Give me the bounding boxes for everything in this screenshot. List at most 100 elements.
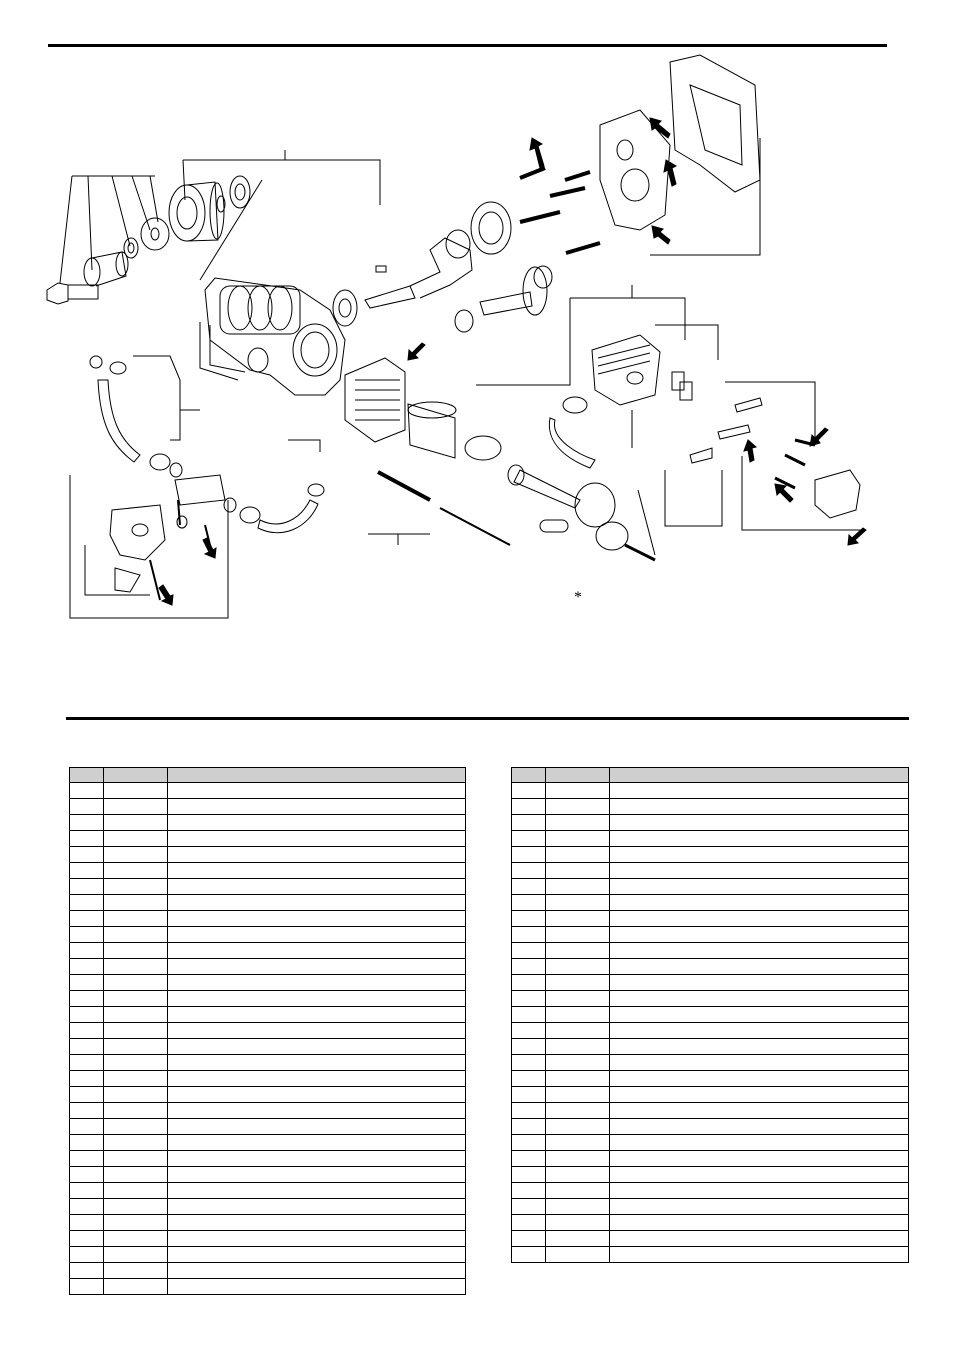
table-cell: [167, 1038, 466, 1055]
table-cell: [167, 1278, 466, 1295]
table-cell: [103, 782, 168, 799]
table-cell: [511, 1198, 546, 1215]
arrow-icon: [158, 584, 174, 606]
table-cell: [167, 862, 466, 879]
table-cell: [609, 862, 909, 879]
table-cell: [103, 1150, 168, 1167]
table-cell: [69, 878, 104, 895]
table-cell: [69, 974, 104, 991]
piston-ring-part: [595, 521, 629, 551]
table-cell: [103, 1006, 168, 1023]
table-row: [511, 1006, 909, 1023]
section-divider-rule: [66, 717, 909, 720]
table-cell: [103, 1198, 168, 1215]
o-ring-part: [223, 497, 237, 513]
table-cell: [103, 990, 168, 1007]
table-cell: [167, 894, 466, 911]
coupler-part: [149, 453, 171, 471]
sleeve-part: [83, 251, 129, 287]
exhaust-pipe-part: [548, 396, 596, 469]
table-cell: [69, 846, 104, 863]
o-ring-part: [169, 462, 183, 478]
callout-bracket: [183, 159, 381, 205]
callout-bracket: [664, 470, 723, 527]
table-cell: [609, 1022, 909, 1039]
table-row: [69, 926, 466, 943]
table-row: [511, 846, 909, 863]
table-row: [69, 1086, 466, 1103]
crankcase-part: [199, 277, 346, 396]
column-header: [609, 767, 909, 783]
table-cell: [167, 1150, 466, 1167]
table-row: [511, 798, 909, 815]
table-cell: [69, 1054, 104, 1071]
table-cell: [545, 1134, 610, 1151]
table-cell: [511, 798, 546, 815]
table-row: [69, 910, 466, 927]
table-cell: [609, 782, 909, 799]
callout-bracket: [476, 298, 571, 386]
table-cell: [609, 1134, 909, 1151]
table-cell: [545, 1166, 610, 1183]
table-cell: [545, 830, 610, 847]
table-cell: [103, 958, 168, 975]
table-row: [511, 1102, 909, 1119]
table-cell: [69, 1182, 104, 1199]
table-cell: [69, 862, 104, 879]
table-cell: [167, 1006, 466, 1023]
table-cell: [103, 878, 168, 895]
table-cell: [511, 1070, 546, 1087]
arrow-icon: [743, 439, 758, 463]
table-row: [511, 1198, 909, 1215]
cylinder-part: [344, 357, 406, 443]
table-cell: [609, 1070, 909, 1087]
table-cell: [167, 1230, 466, 1247]
table-cell: [511, 958, 546, 975]
bearing-part: [332, 289, 358, 327]
table-cell: [69, 1230, 104, 1247]
table-row: [69, 782, 466, 799]
table-row: [511, 910, 909, 927]
table-row: [511, 1070, 909, 1087]
table-row: [69, 990, 466, 1007]
table-cell: [609, 942, 909, 959]
table-cell: [511, 974, 546, 991]
table-cell: [167, 958, 466, 975]
table-cell: [511, 878, 546, 895]
table-cell: [609, 830, 909, 847]
table-cell: [103, 1102, 168, 1119]
arrow-icon: [663, 159, 678, 187]
table-row: [511, 942, 909, 959]
table-row: [511, 990, 909, 1007]
o-ring-part: [307, 483, 325, 497]
table-cell: [609, 814, 909, 831]
table-cell: [511, 814, 546, 831]
table-cell: [511, 1150, 546, 1167]
o-ring-part: [216, 195, 226, 213]
callout-bracket: [741, 456, 860, 531]
crankshaft-part: [364, 229, 473, 309]
table-cell: [103, 862, 168, 879]
table-cell: [103, 1262, 168, 1279]
table-cell: [103, 926, 168, 943]
intake-tube-part: [89, 355, 141, 463]
table-cell: [167, 1070, 466, 1087]
table-cell: [69, 1198, 104, 1215]
table-cell: [103, 1278, 168, 1295]
prop-hub-part: [168, 181, 225, 242]
table-row: [511, 1038, 909, 1055]
table-cell: [167, 798, 466, 815]
bearing-part: [470, 201, 512, 255]
table-cell: [609, 894, 909, 911]
arrow-icon: [529, 137, 545, 169]
table-row: [69, 798, 466, 815]
table-row: [511, 926, 909, 943]
parts-table-right: [511, 767, 909, 1263]
table-cell: [69, 1022, 104, 1039]
table-cell: [69, 1006, 104, 1023]
table-row: [511, 782, 909, 799]
rocker-arm-part: [734, 397, 763, 413]
table-row: [511, 1246, 909, 1263]
table-row: [69, 1246, 466, 1263]
table-cell: [103, 942, 168, 959]
